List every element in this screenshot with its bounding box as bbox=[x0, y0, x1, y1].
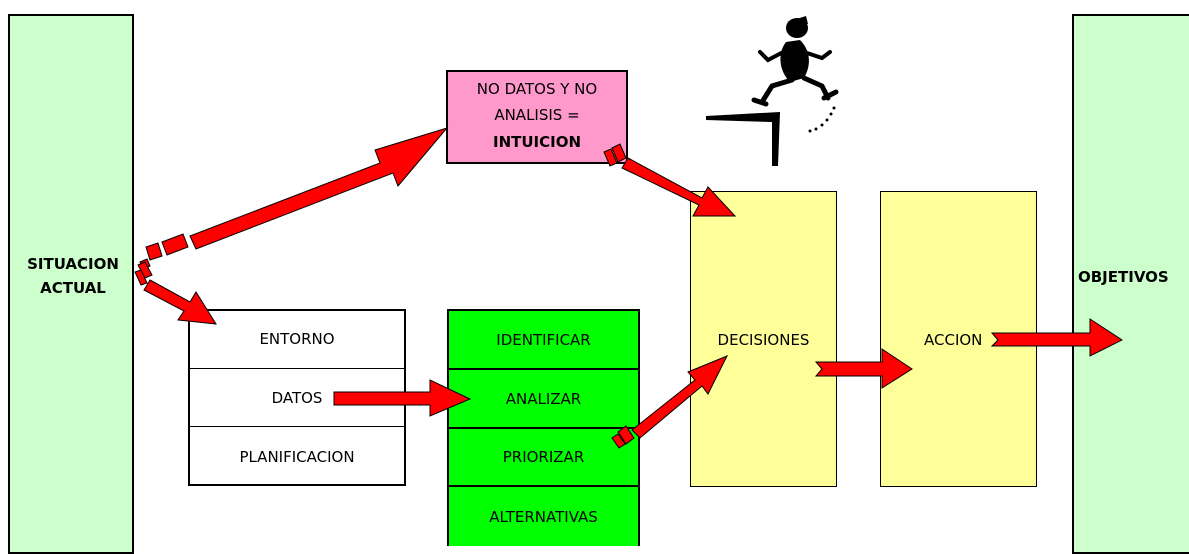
flow-arrows bbox=[134, 16, 1124, 449]
arrow-intuicion-tail bbox=[611, 143, 627, 163]
objetivos-label: OBJETIVOS bbox=[1078, 268, 1169, 286]
decisiones-label: DECISIONES bbox=[717, 331, 810, 349]
arrow-priorizar-to-decisiones bbox=[631, 355, 729, 439]
datos-cell: DATOS bbox=[188, 369, 406, 427]
situacion-actual-panel bbox=[8, 14, 134, 554]
planificacion-cell: PLANIFICACION bbox=[239, 447, 355, 466]
accion-label: ACCION bbox=[924, 331, 983, 349]
arrow-to-intuicion-tail bbox=[145, 242, 163, 261]
intuicion-box bbox=[446, 70, 628, 164]
arrow-datos-to-analizar bbox=[333, 379, 472, 417]
arrow-priorizar-tail bbox=[617, 425, 635, 445]
intuicion-line1: NO DATOS Y NO bbox=[476, 80, 598, 98]
arrow-to-intuicion bbox=[189, 127, 449, 250]
situacion-label-line2: ACTUAL bbox=[40, 279, 106, 297]
entorno-cell: ENTORNO bbox=[188, 309, 406, 369]
arrow-accion-to-objetivos bbox=[990, 318, 1124, 357]
priorizar-cell: PRIORIZAR bbox=[447, 428, 640, 486]
intuicion-line2: ANALISIS = bbox=[494, 106, 580, 125]
arrow-priorizar-tail2 bbox=[611, 433, 626, 449]
arrow-decisiones-to-accion bbox=[814, 348, 913, 389]
situacion-label-line1: SITUACION bbox=[27, 255, 119, 273]
hurdle-runner-icon bbox=[706, 16, 839, 166]
arrow-intuicion-tail2 bbox=[603, 148, 618, 167]
decisiones-box bbox=[690, 191, 837, 487]
arrow-to-entorno bbox=[143, 279, 217, 325]
intuicion-text: NO DATOS Y NO ANALISIS = INTUICION bbox=[446, 76, 628, 155]
situacion-actual-label: SITUACION ACTUAL bbox=[12, 252, 134, 300]
arrow-to-intuicion-segment bbox=[161, 233, 189, 256]
arrow-to-entorno-tail2 bbox=[134, 269, 148, 286]
intuicion-line3: INTUICION bbox=[492, 132, 582, 151]
arrow-intuicion-to-decisiones bbox=[621, 157, 737, 217]
identificar-cell: IDENTIFICAR bbox=[447, 309, 640, 369]
analizar-cell: ANALIZAR bbox=[447, 369, 640, 428]
